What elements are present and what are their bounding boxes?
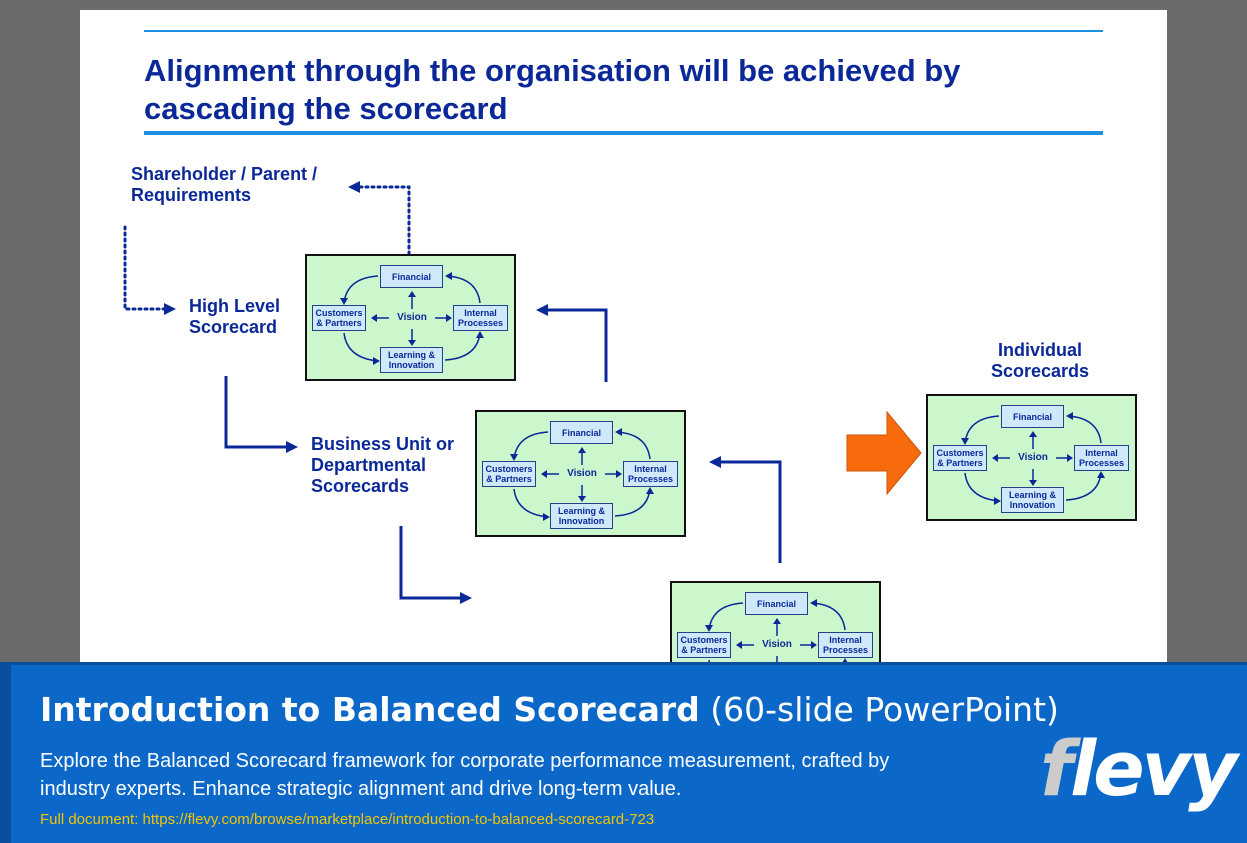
internal-box: Internal Processes	[818, 632, 873, 658]
vision-label: Vision	[567, 468, 597, 479]
internal-box: Internal Processes	[623, 461, 678, 487]
financial-box: Financial	[745, 592, 808, 615]
shareholder-label: Shareholder / Parent / Requirements	[131, 164, 318, 205]
arrowhead-2	[460, 592, 472, 604]
title-rule-bottom	[144, 131, 1103, 135]
internal-box: Internal Processes	[1074, 445, 1129, 471]
title-rule-top	[144, 30, 1103, 32]
scorecard-cycle-arrows	[961, 412, 1105, 505]
customers-box: Customers & Partners	[933, 445, 987, 471]
arrowhead-4	[709, 456, 721, 468]
vision-label: Vision	[762, 639, 792, 650]
individual-scorecard: Financial Customers & Partners Vision In…	[926, 394, 1137, 521]
learning-box: Learning & Innovation	[550, 503, 613, 529]
promo-banner: Introduction to Balanced Scorecard (60-s…	[0, 662, 1247, 843]
logo-letters-rest: levy	[1070, 724, 1238, 813]
individual-label: Individual Scorecards	[990, 340, 1090, 381]
arrowhead-3	[536, 304, 548, 316]
feedback-arrow-2	[721, 460, 782, 563]
slide-title: Alignment through the organisation will …	[144, 53, 961, 126]
financial-box: Financial	[380, 265, 443, 288]
vision-label: Vision	[397, 312, 427, 323]
high-level-scorecard: Financial Customers & Partners Vision In…	[305, 254, 516, 381]
dotted-arrow-to-shareholder	[358, 185, 411, 256]
arrowhead-1	[286, 441, 298, 453]
financial-box: Financial	[1001, 405, 1064, 428]
banner-top-border	[0, 662, 1247, 665]
vision-label: Vision	[1018, 452, 1048, 463]
business-unit-scorecard: Financial Customers & Partners Vision In…	[475, 410, 686, 537]
learning-box: Learning & Innovation	[380, 347, 443, 373]
slide: Alignment through the organisation will …	[80, 10, 1167, 670]
logo-letter-f: f	[1040, 724, 1073, 813]
flevy-logo[interactable]: flevy	[1040, 724, 1238, 814]
financial-box: Financial	[550, 421, 613, 444]
lower-level-scorecard: Financial Customers & Partners Vision In…	[670, 581, 881, 670]
customers-box: Customers & Partners	[312, 305, 366, 331]
high-level-label: High Level Scorecard	[189, 296, 281, 337]
cascade-arrows	[123, 181, 922, 604]
feedback-arrow-1	[548, 308, 608, 382]
customers-box: Customers & Partners	[677, 632, 731, 658]
internal-box: Internal Processes	[453, 305, 508, 331]
learning-box: Learning & Innovation	[1001, 487, 1064, 513]
scorecard-cycle-arrows	[340, 272, 484, 365]
dotted-arrow-to-high-level	[123, 225, 166, 311]
customers-box: Customers & Partners	[482, 461, 536, 487]
document-link[interactable]: Full document: https://flevy.com/browse/…	[40, 811, 655, 828]
banner-title-rest: (60-slide PowerPoint)	[710, 690, 1059, 729]
orange-arrow	[846, 410, 922, 496]
dotted-arrowhead-left	[348, 181, 360, 193]
business-unit-label: Business Unit or Departmental Scorecards	[311, 434, 455, 496]
banner-title-bold: Introduction to Balanced Scorecard	[40, 690, 700, 729]
banner-description: Explore the Balanced Scorecard framework…	[40, 750, 890, 800]
cascade-arrow-2	[399, 526, 460, 600]
banner-title: Introduction to Balanced Scorecard (60-s…	[40, 690, 1059, 729]
scorecard-cycle-arrows	[510, 428, 654, 521]
dotted-arrowhead-right	[164, 303, 176, 315]
banner-left-edge	[0, 662, 11, 843]
cascade-arrow-1	[224, 376, 286, 449]
